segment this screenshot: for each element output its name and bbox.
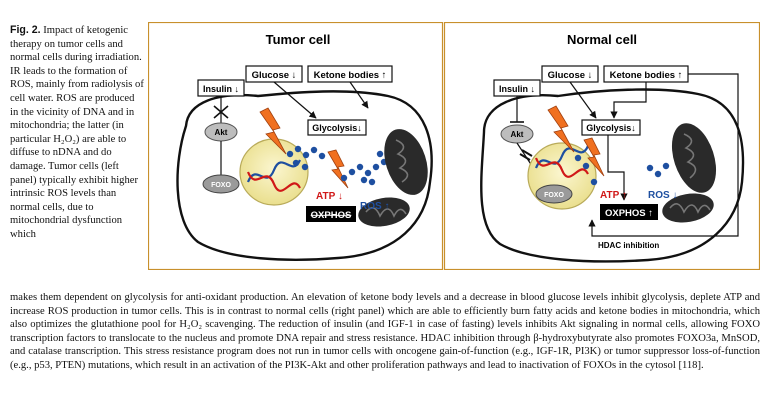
tumor-ros-cluster <box>286 145 396 186</box>
normal-dna-strand-b <box>534 157 589 178</box>
tumor-cell-membrane <box>176 90 433 261</box>
figure-svg: Tumor cell Glucose ↓ Ketone bodies ↑ Ins… <box>147 21 761 271</box>
normal-lightning-icon <box>547 105 575 153</box>
normal-glycolysis-label: Glycolysis↓ <box>586 123 636 133</box>
tumor-foxo-node <box>202 174 240 194</box>
normal-akt-block-icon <box>519 149 533 161</box>
normal-insulin-label: Insulin ↓ <box>499 84 535 94</box>
caption-bottom: makes them dependent on glycolysis for a… <box>10 292 760 371</box>
normal-ketone-arrow-1 <box>610 82 647 119</box>
figure-label: Fig. 2. <box>10 24 41 36</box>
normal-hdac-label: HDAC inhibition <box>598 241 659 250</box>
normal-oxphos-box <box>600 204 658 220</box>
tumor-glycolysis-label: Glycolysis↓ <box>312 123 362 133</box>
figure: Tumor cell Glucose ↓ Ketone bodies ↑ Ins… <box>147 21 761 271</box>
normal-cell-membrane <box>480 88 745 263</box>
tumor-oxphos-box <box>306 206 356 222</box>
tumor-lightning-icon-2 <box>327 149 349 189</box>
tumor-glycolysis-box <box>307 119 367 136</box>
normal-hdac-arrow <box>588 73 739 237</box>
normal-dna-strand-a <box>534 145 590 169</box>
normal-ketone-label: Ketone bodies ↑ <box>610 70 683 81</box>
caption-side-text: Impact of ketogenic therapy on tumor cel… <box>10 25 144 240</box>
normal-foxo-node <box>535 184 573 204</box>
tumor-cristae-1 <box>395 139 409 183</box>
normal-title: Normal cell <box>567 32 637 47</box>
normal-panel-border <box>443 21 761 271</box>
tumor-ketone-label: Ketone bodies ↑ <box>314 70 387 81</box>
normal-ros-label: ROS ↓ <box>648 190 677 201</box>
tumor-insulin-label: Insulin ↓ <box>203 84 239 94</box>
normal-mitochondrion-1 <box>671 123 717 193</box>
tumor-ros-label: ROS ↑ <box>360 201 389 212</box>
normal-glucose-arrow <box>569 81 597 119</box>
tumor-atp-label: ATP ↓ <box>316 191 343 202</box>
tumor-mitochondrion-2 <box>358 197 410 227</box>
normal-lightning-icon-2 <box>583 137 605 177</box>
tumor-dna-strand-b <box>246 171 301 192</box>
normal-glycolysis-box <box>581 119 641 136</box>
caption-side: Fig. 2. Impact of ketogenic therapy on t… <box>10 24 144 242</box>
tumor-block-x-icon <box>213 105 229 119</box>
normal-ros-cluster <box>574 154 670 186</box>
tumor-ketone-arrow <box>349 81 369 109</box>
normal-foxo-label: FOXO <box>544 192 564 199</box>
tumor-foxo-label: FOXO <box>211 182 231 189</box>
tumor-dna-strand-a <box>246 159 302 183</box>
tumor-oxphos-label: OXPHOS <box>311 210 352 221</box>
normal-oxphos-label: OXPHOS ↑ <box>605 208 653 219</box>
normal-cristae-1 <box>683 133 697 179</box>
normal-cristae-2 <box>669 203 711 214</box>
normal-mitochondrion-2 <box>662 193 714 223</box>
tumor-title: Tumor cell <box>266 32 331 47</box>
tumor-akt-label: Akt <box>215 128 228 137</box>
normal-ketone-arrow-2 <box>607 135 628 201</box>
tumor-glucose-label: Glucose ↓ <box>252 70 297 81</box>
normal-glucose-label: Glucose ↓ <box>548 70 593 81</box>
tumor-cristae-2 <box>365 207 407 218</box>
normal-atp-label: ATP ↑ <box>600 190 627 201</box>
normal-akt-label: Akt <box>511 130 524 139</box>
tumor-panel: Tumor cell Glucose ↓ Ketone bodies ↑ Ins… <box>176 32 433 261</box>
tumor-panel-border <box>147 21 444 271</box>
tumor-glucose-arrow <box>273 81 317 119</box>
tumor-lightning-icon <box>259 107 287 155</box>
normal-panel: Normal cell Glucose ↓ Ketone bodies ↑ In… <box>480 32 745 263</box>
